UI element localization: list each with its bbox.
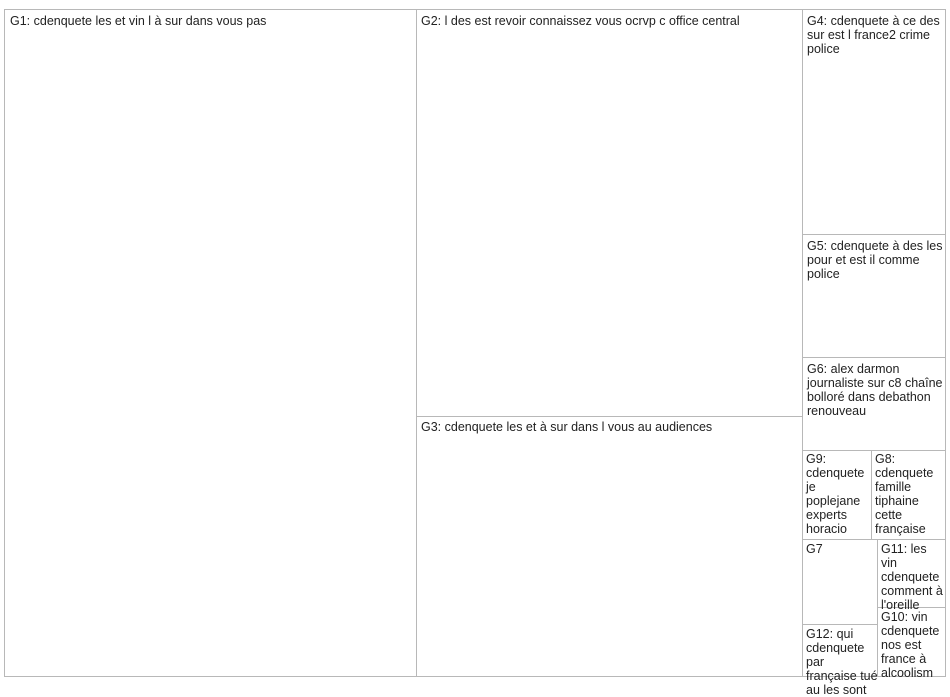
group-pane-g3 — [416, 416, 803, 677]
group-pane-g2 — [416, 9, 803, 417]
group-title-g8: G8: cdenquete famille tiphaine cette fra… — [875, 452, 937, 536]
group-title-g11: G11: les vin cdenquete comment à l'oreil… — [881, 542, 947, 612]
group-title-g10: G10: vin cdenquete nos est france à alco… — [881, 610, 943, 680]
group-pane-g8 — [871, 450, 946, 540]
group-title-g7: G7 — [806, 542, 823, 556]
group-pane-g12 — [802, 624, 878, 677]
group-pane-g11 — [877, 539, 946, 608]
group-pane-g1 — [4, 9, 417, 677]
group-title-g3: G3: cdenquete les et à sur dans l vous a… — [421, 420, 713, 434]
group-title-g5: G5: cdenquete à des les pour et est il c… — [807, 239, 943, 281]
group-pane-g6 — [802, 357, 946, 451]
group-pane-g5 — [802, 234, 946, 358]
group-title-g6: G6: alex darmon journaliste sur c8 chaîn… — [807, 362, 943, 418]
group-pane-g10 — [877, 607, 946, 677]
group-title-g4: G4: cdenquete à ce des sur est l france2… — [807, 14, 944, 56]
group-title-g2: G2: l des est revoir connaissez vous ocr… — [421, 14, 740, 28]
group-pane-g7 — [802, 539, 878, 625]
group-title-g12: G12: qui cdenquete par française tué au … — [806, 627, 878, 697]
group-title-g1: G1: cdenquete les et vin l à sur dans vo… — [10, 14, 267, 28]
group-title-g9: G9: cdenquete je poplejane experts horac… — [806, 452, 868, 536]
